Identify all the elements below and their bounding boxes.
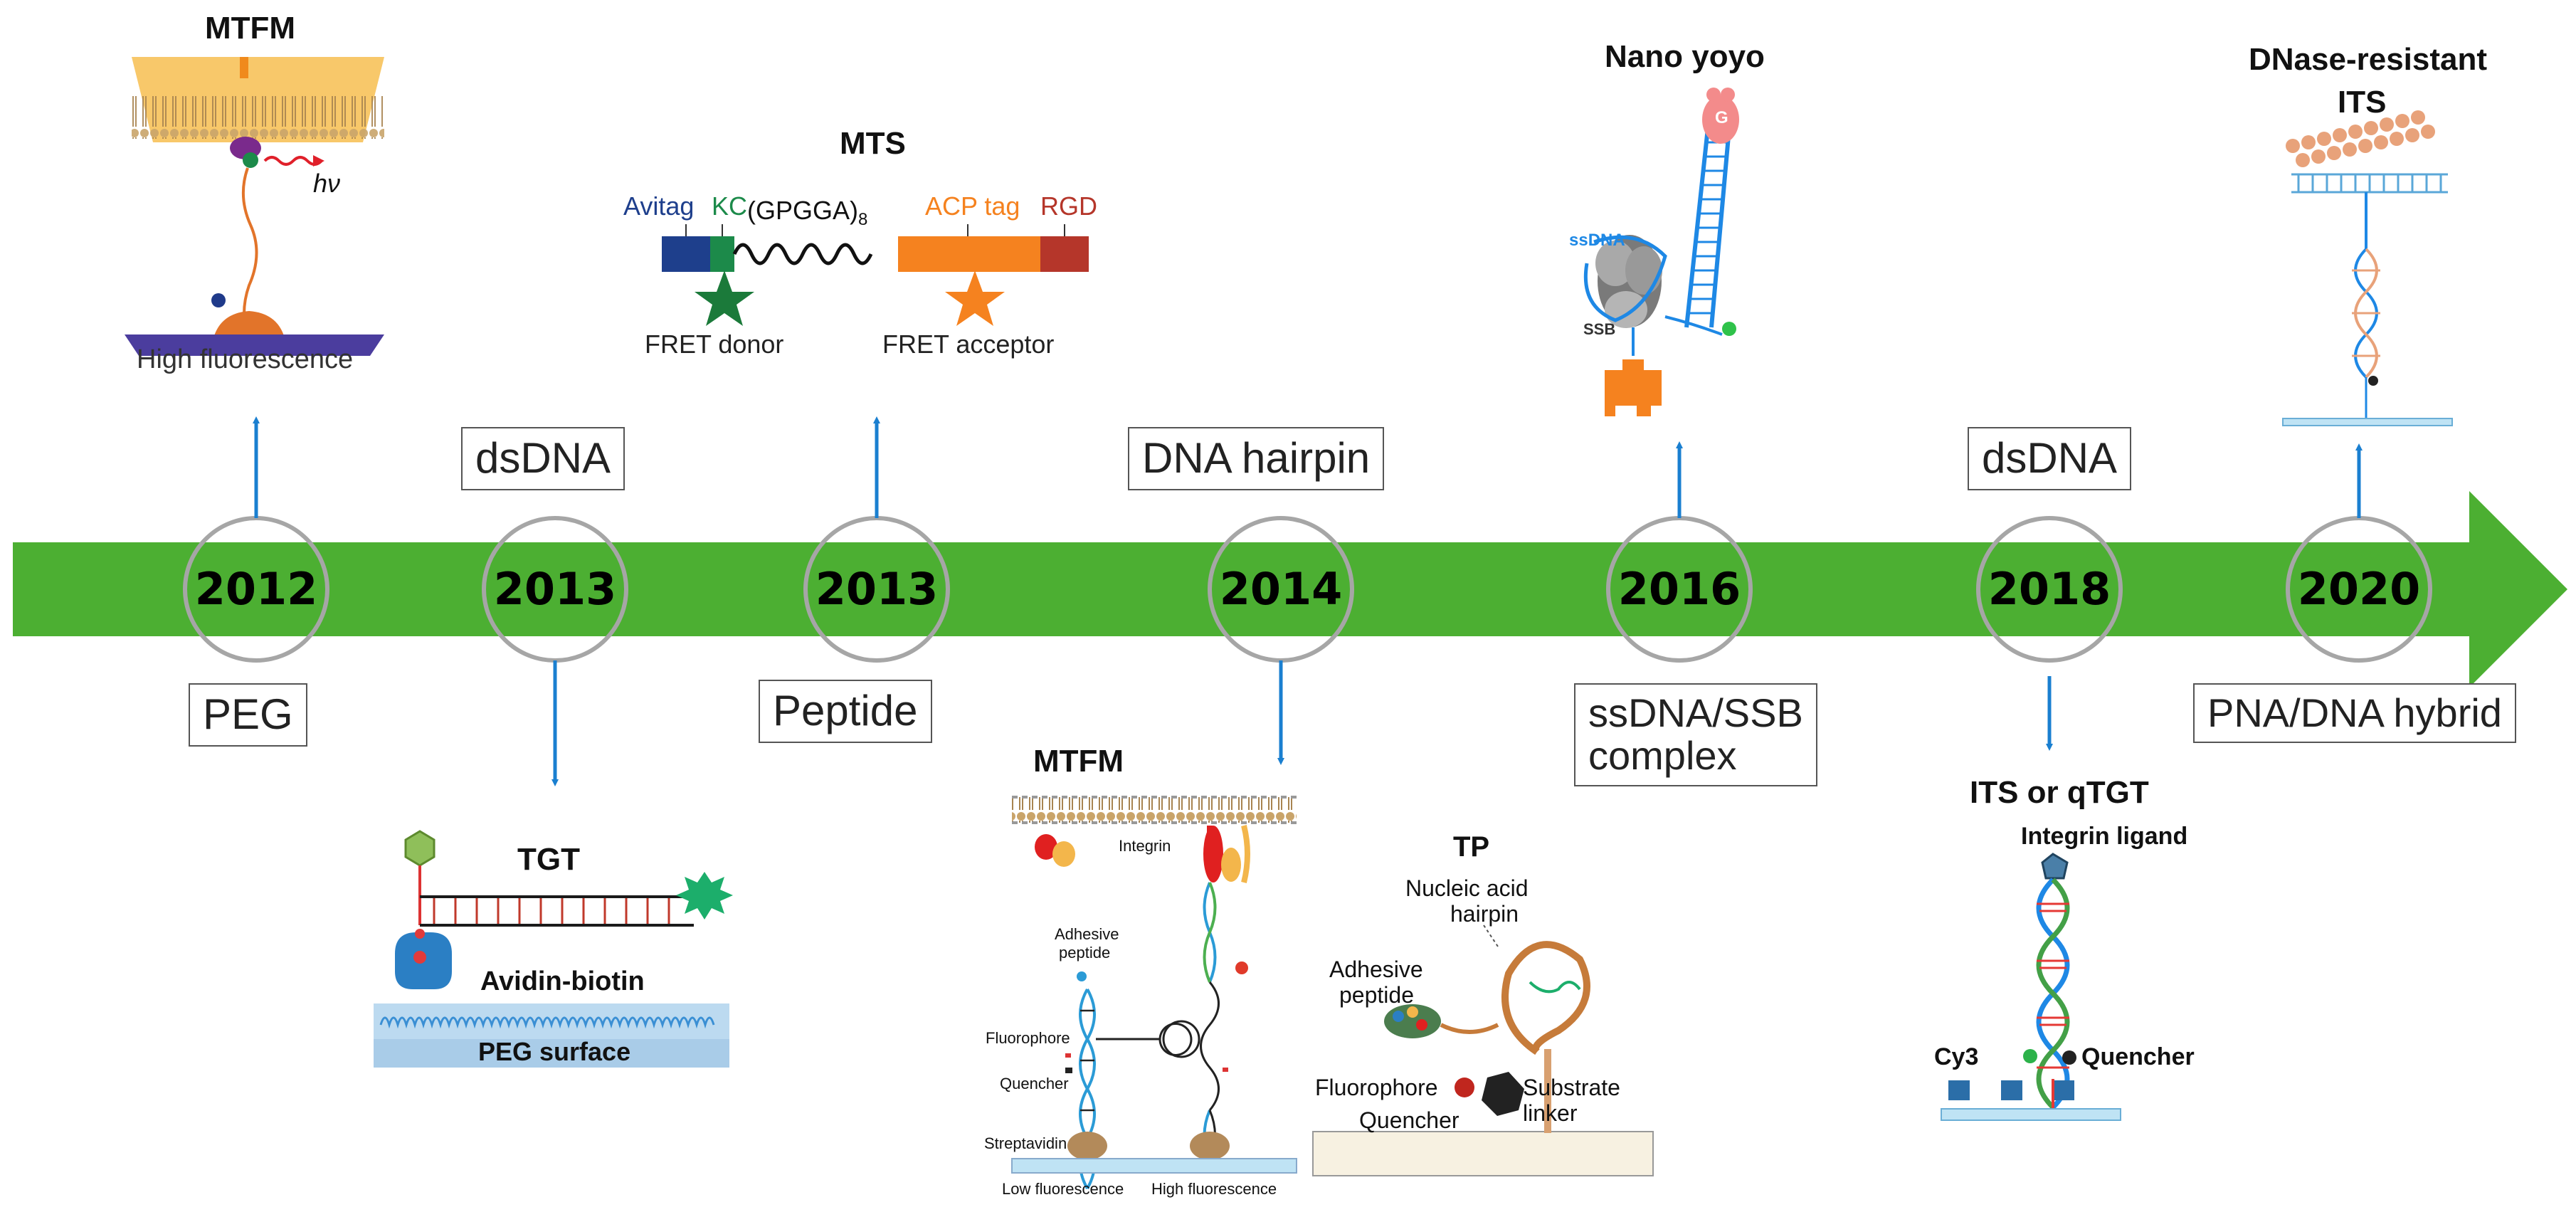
nano-yoyo-g: G bbox=[1715, 108, 1728, 127]
mts-gpgga: (GPGGA)8 bbox=[747, 198, 867, 228]
mtfm-2014-illustration bbox=[1011, 796, 1297, 1189]
label-ssdna-ssb-line2: complex bbox=[1588, 733, 1737, 779]
year-label-2018: 2018 bbox=[1988, 563, 2111, 615]
green-star-icon bbox=[695, 270, 754, 326]
dnase-title-line2: ITS bbox=[2338, 85, 2387, 120]
mts-fret-donor: FRET donor bbox=[645, 330, 784, 359]
dnase-title-line1: DNase-resistant bbox=[2249, 42, 2488, 77]
nano-yoyo-title: Nano yoyo bbox=[1605, 39, 1765, 74]
its-qtgt-illustration bbox=[1941, 853, 2121, 1121]
tp-fluorophore: Fluorophore bbox=[1315, 1075, 1438, 1100]
tgt-avidin-biotin: Avidin-biotin bbox=[480, 966, 645, 996]
tp-illustration bbox=[1312, 924, 1654, 1176]
tgt-title: TGT bbox=[517, 842, 580, 877]
green-burst-icon bbox=[676, 872, 733, 920]
tgt-peg-surface: PEG surface bbox=[478, 1037, 631, 1066]
mts-gpgga-subscript: 8 bbox=[858, 210, 868, 230]
mtfm-2014-title: MTFM bbox=[1033, 744, 1124, 779]
timeline-arrow bbox=[13, 491, 2567, 687]
mtfm-2012-hv: hν bbox=[313, 169, 341, 198]
mtfm-2014-high-fluorescence: High fluorescence bbox=[1151, 1180, 1277, 1198]
year-label-2014: 2014 bbox=[1219, 563, 1343, 615]
mts-title: MTS bbox=[840, 126, 906, 161]
mts-gpgga-text: (GPGGA) bbox=[747, 196, 859, 225]
mts-fret-acceptor: FRET acceptor bbox=[882, 330, 1055, 359]
its-cy3: Cy3 bbox=[1934, 1043, 1979, 1070]
mts-rgd: RGD bbox=[1040, 191, 1097, 221]
mtfm-2014-streptavidin: Streptavidin bbox=[984, 1134, 1067, 1152]
nano-yoyo-ssdna: ssDNA bbox=[1569, 231, 1625, 250]
mtfm-2014-fluorophore: Fluorophore bbox=[986, 1029, 1070, 1047]
tp-peptide: peptide bbox=[1339, 982, 1414, 1008]
mtfm-2012-illustration bbox=[125, 57, 384, 356]
dnase-its-illustration bbox=[2282, 110, 2453, 426]
its-integrin-ligand: Integrin ligand bbox=[2021, 823, 2188, 850]
mtfm-2014-low-fluorescence: Low fluorescence bbox=[1002, 1180, 1124, 1198]
orange-star-icon bbox=[945, 270, 1005, 326]
nano-yoyo-ssb: SSB bbox=[1583, 320, 1616, 338]
its-quencher: Quencher bbox=[2081, 1043, 2195, 1070]
connector-arrows bbox=[253, 416, 2363, 786]
mts-illustration bbox=[662, 224, 1089, 326]
label-peg: PEG bbox=[189, 683, 307, 747]
mtfm-2012-caption: High fluorescence bbox=[137, 344, 354, 374]
label-peptide: Peptide bbox=[759, 680, 932, 743]
label-ssdna-ssb: ssDNA/SSB complex bbox=[1574, 683, 1817, 786]
year-circle-2018 bbox=[1976, 516, 2123, 663]
mts-kc: KC bbox=[712, 191, 748, 221]
label-pna-dna-hybrid: PNA/DNA hybrid bbox=[2193, 683, 2516, 744]
mtfm-2014-integrin: Integrin bbox=[1119, 837, 1171, 855]
tp-quencher: Quencher bbox=[1359, 1107, 1459, 1133]
label-dsdna-2013: dsDNA bbox=[461, 427, 625, 490]
mts-acp-tag: ACP tag bbox=[925, 191, 1020, 221]
label-dsdna-2018: dsDNA bbox=[1968, 427, 2132, 490]
year-label-2016: 2016 bbox=[1617, 563, 1741, 615]
year-label-2013b: 2013 bbox=[815, 563, 939, 615]
tgt-illustration bbox=[374, 830, 733, 1068]
tp-linker: linker bbox=[1523, 1100, 1578, 1126]
year-label-2012: 2012 bbox=[194, 563, 318, 615]
mtfm-2012-title: MTFM bbox=[205, 11, 296, 46]
mts-avitag: Avitag bbox=[623, 191, 695, 221]
year-label-2020: 2020 bbox=[2297, 563, 2421, 615]
mtfm-2014-quencher: Quencher bbox=[1000, 1075, 1069, 1092]
its-title: ITS or qTGT bbox=[1970, 775, 2149, 810]
tp-hairpin: hairpin bbox=[1450, 901, 1519, 927]
tp-adhesive: Adhesive bbox=[1329, 957, 1423, 982]
nano-yoyo-illustration bbox=[1583, 88, 1739, 416]
label-ssdna-ssb-line1: ssDNA/SSB bbox=[1588, 690, 1803, 735]
label-dna-hairpin: DNA hairpin bbox=[1128, 427, 1385, 490]
year-label-2013a: 2013 bbox=[493, 563, 617, 615]
tp-title: TP bbox=[1453, 831, 1490, 863]
tp-substrate: Substrate bbox=[1523, 1075, 1620, 1100]
mtfm-2014-adhesive: Adhesive bbox=[1055, 925, 1119, 943]
tp-nucleic-acid: Nucleic acid bbox=[1405, 875, 1529, 901]
mtfm-2014-peptide: peptide bbox=[1059, 944, 1111, 962]
quencher-hexagon-icon bbox=[1482, 1072, 1524, 1116]
